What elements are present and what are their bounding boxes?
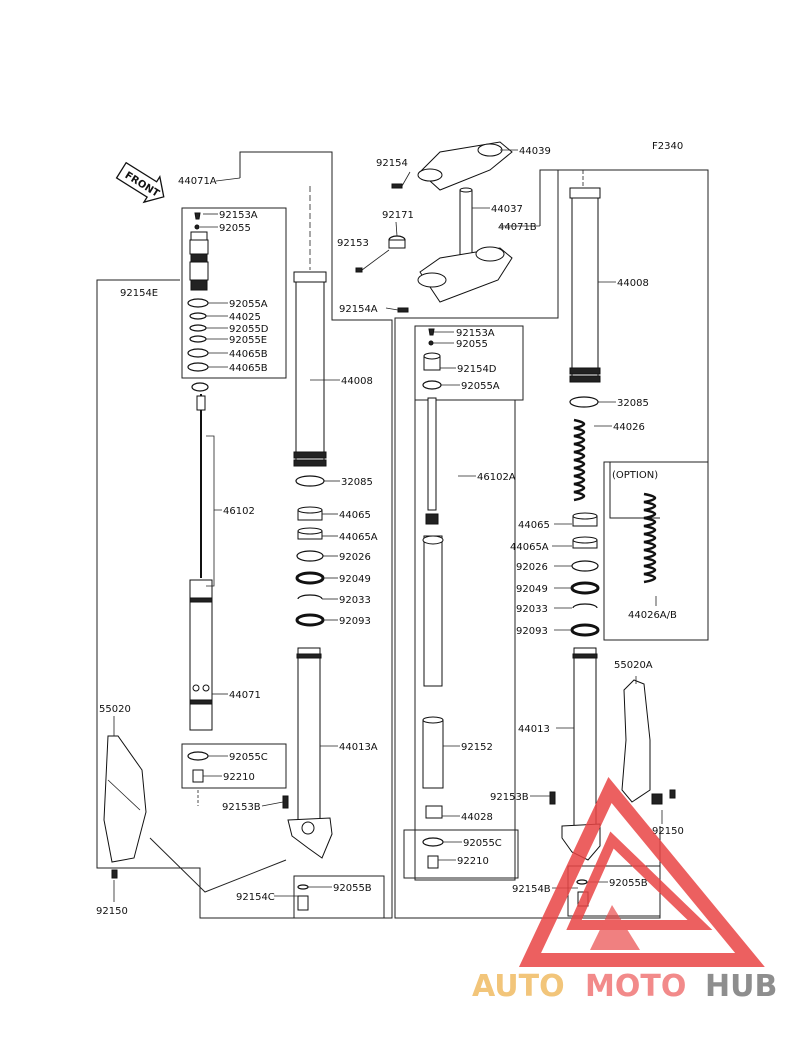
label-92153A-left: 92153A — [219, 210, 258, 221]
label-44026AB: 44026A/B — [628, 610, 677, 621]
label-92055E: 92055E — [229, 335, 267, 346]
watermark-part3: HUB — [705, 969, 777, 1004]
label-44065A-left: 44065A — [339, 532, 378, 543]
label-44025: 44025 — [229, 312, 261, 323]
label-92026-left: 92026 — [339, 552, 371, 563]
right-fork-guard — [621, 679, 676, 805]
label-92210-left: 92210 — [223, 772, 255, 783]
label-92153B-left: 92153B — [222, 802, 261, 813]
steering-stem-assembly — [355, 141, 513, 313]
left-cartridge — [189, 382, 213, 731]
label-92153B-right: 92153B — [490, 792, 529, 803]
right-spring-stack — [569, 396, 600, 637]
label-44065B-2: 44065B — [229, 363, 268, 374]
label-44065B-1: 44065B — [229, 349, 268, 360]
label-46102: 46102 — [223, 506, 255, 517]
label-44013A: 44013A — [339, 742, 378, 753]
label-55020: 55020 — [99, 704, 131, 715]
label-32085-left: 32085 — [341, 477, 373, 488]
label-option: (OPTION) — [612, 470, 658, 481]
label-44028: 44028 — [461, 812, 493, 823]
label-32085-right: 32085 — [617, 398, 649, 409]
left-inner-tube — [287, 647, 333, 859]
watermark-part1: AUTO — [472, 969, 565, 1004]
option-spring — [643, 492, 657, 584]
label-92154D: 92154D — [457, 364, 497, 375]
label-92154B: 92154B — [512, 884, 551, 895]
label-92055-right: 92055 — [456, 339, 488, 350]
left-bottom-bolt — [187, 751, 209, 806]
label-44065-left: 44065 — [339, 510, 371, 521]
part-labels: F2340 44071A 92153A 92055 92154E 92055A … — [96, 141, 684, 917]
label-44037: 44037 — [491, 204, 523, 215]
label-92055-left: 92055 — [219, 223, 251, 234]
label-92154A: 92154A — [339, 304, 378, 315]
label-44065-right: 44065 — [518, 520, 550, 531]
label-92150-left: 92150 — [96, 906, 128, 917]
watermark-part2: MOTO — [585, 969, 686, 1004]
label-44008-left: 44008 — [341, 376, 373, 387]
watermark-text: AUTO MOTO HUB — [472, 969, 777, 1004]
label-55020A: 55020A — [614, 660, 653, 671]
left-cap-assembly — [187, 212, 209, 372]
front-arrow-icon: FRONT — [115, 161, 165, 204]
label-44071: 44071 — [229, 690, 261, 701]
label-92171: 92171 — [382, 210, 414, 221]
label-92055D: 92055D — [229, 324, 269, 335]
left-seal-stack — [295, 475, 325, 627]
label-92055B-right: 92055B — [609, 878, 648, 889]
label-44039: 44039 — [519, 146, 551, 157]
label-92210-right: 92210 — [457, 856, 489, 867]
label-44026: 44026 — [613, 422, 645, 433]
diagram-code: F2340 — [652, 141, 683, 152]
label-92033-right: 92033 — [516, 604, 548, 615]
label-92055A-right: 92055A — [461, 381, 500, 392]
label-92026-right: 92026 — [516, 562, 548, 573]
label-92150-right: 92150 — [652, 826, 684, 837]
label-92055C-right: 92055C — [463, 838, 502, 849]
label-92049-left: 92049 — [339, 574, 371, 585]
label-92153A-right: 92153A — [456, 328, 495, 339]
left-outer-tube — [293, 186, 327, 467]
label-92093-right: 92093 — [516, 626, 548, 637]
label-44008-right: 44008 — [617, 278, 649, 289]
right-cartridge — [422, 397, 444, 869]
label-92093-left: 92093 — [339, 616, 371, 627]
leader-lines — [113, 149, 663, 902]
label-92154C: 92154C — [236, 892, 275, 903]
label-46102A: 46102A — [477, 472, 516, 483]
label-92154E: 92154E — [120, 288, 158, 299]
label-44065A-right: 44065A — [510, 542, 549, 553]
right-cap-assembly — [422, 328, 442, 390]
label-44071B: 44071B — [498, 222, 537, 233]
left-fork-guard — [103, 735, 147, 879]
label-92049-right: 92049 — [516, 584, 548, 595]
label-92055C-left: 92055C — [229, 752, 268, 763]
label-92154: 92154 — [376, 158, 408, 169]
label-92055A-left: 92055A — [229, 299, 268, 310]
label-92055B-left: 92055B — [333, 883, 372, 894]
label-92033-left: 92033 — [339, 595, 371, 606]
watermark-logo-icon — [518, 777, 765, 967]
right-outer-tube — [569, 170, 601, 383]
label-92152: 92152 — [461, 742, 493, 753]
label-92153: 92153 — [337, 238, 369, 249]
label-44071A: 44071A — [178, 176, 217, 187]
label-44013: 44013 — [518, 724, 550, 735]
